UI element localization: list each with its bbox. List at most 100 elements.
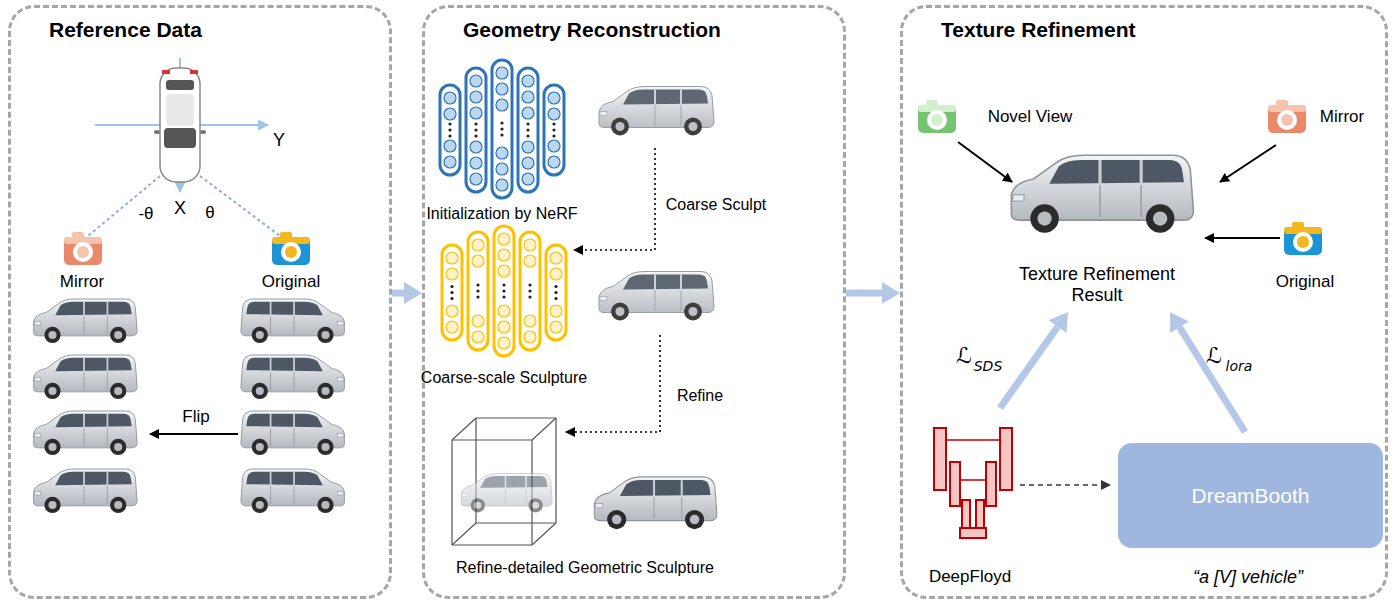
voxel-grid — [452, 523, 476, 545]
flip-arrow — [150, 433, 238, 435]
network-icon — [496, 163, 508, 175]
car-image — [241, 411, 345, 455]
annotation-label: Coarse-scale Sculpture — [421, 369, 587, 387]
car-top-view — [162, 70, 170, 74]
car-image — [599, 272, 714, 321]
network-icon — [444, 156, 456, 168]
annotation-label: Mirror — [60, 272, 104, 292]
network-icon — [526, 128, 529, 131]
network-icon — [502, 289, 505, 292]
network-icon — [502, 283, 505, 286]
network-icon — [446, 305, 458, 317]
network-icon — [528, 295, 531, 298]
network-icon — [522, 75, 534, 87]
view-arrow — [958, 142, 1012, 182]
camera-icon — [1277, 110, 1297, 130]
view-line — [88, 176, 160, 236]
car-image — [599, 87, 714, 136]
network-icon — [470, 173, 482, 185]
network-icon — [522, 91, 534, 103]
network-icon — [476, 289, 479, 292]
network-icon — [444, 92, 456, 104]
network-icon — [550, 268, 562, 280]
network-icon — [524, 331, 536, 343]
annotation-label: ℒ — [956, 343, 972, 368]
car-top-view — [164, 128, 196, 148]
annotation-label: Initialization by NeRF — [426, 205, 577, 223]
unet-icon — [950, 462, 960, 506]
car-image — [34, 355, 138, 399]
stage-panel: Texture RefinementDreamBooth — [900, 5, 1388, 599]
panel-title: Texture Refinement — [941, 18, 1136, 42]
network-icon — [500, 133, 503, 136]
annotation-label: DeepFloyd — [929, 567, 1011, 587]
car-image — [1011, 155, 1193, 233]
network-icon — [494, 226, 514, 356]
voxel-grid — [476, 417, 556, 418]
network-icon — [446, 252, 458, 264]
network-icon — [524, 239, 536, 251]
network-icon — [544, 85, 564, 175]
camera-icon — [1284, 227, 1322, 255]
network-icon — [522, 107, 534, 119]
camera-icon — [1268, 100, 1306, 133]
camera-icon — [1297, 236, 1309, 248]
stage-panel: Reference Data — [8, 5, 392, 599]
camera-icon — [1284, 222, 1322, 255]
car-image — [241, 469, 345, 513]
annotation-label: Mirror — [1320, 107, 1364, 127]
camera-icon — [272, 237, 310, 265]
view-arrow — [1220, 145, 1276, 182]
flow-arrow — [882, 282, 900, 304]
car-top-view — [166, 80, 194, 90]
network-icon — [550, 321, 562, 333]
view-arrow — [1205, 237, 1280, 239]
network-icon — [548, 92, 560, 104]
network-icon — [552, 134, 555, 137]
network-icon — [444, 108, 456, 120]
network-icon — [498, 233, 510, 245]
voxel-grid — [452, 544, 532, 545]
loss-arrow — [1170, 312, 1189, 333]
network-icon — [522, 141, 534, 153]
distill-arrow — [1020, 485, 1110, 486]
camera-icon — [1293, 232, 1313, 252]
annotation-label: Original — [1276, 272, 1335, 292]
car-image — [461, 474, 552, 513]
unet-icon — [960, 528, 986, 538]
network-icon — [472, 315, 484, 327]
car-image — [34, 411, 138, 455]
sculpt-arrow — [574, 148, 655, 250]
voxel-grid — [452, 418, 476, 440]
network-icon — [450, 291, 453, 294]
sculpt-arrow — [566, 148, 660, 432]
car-image — [241, 355, 345, 399]
network-icon — [528, 289, 531, 292]
unet-icon — [1000, 428, 1012, 490]
car-image — [241, 411, 345, 455]
network-icon — [444, 140, 456, 152]
car-image — [34, 411, 138, 455]
network-icon — [448, 128, 451, 131]
flow-arrow — [846, 282, 900, 304]
unet-icon — [960, 479, 986, 481]
network-icon — [552, 122, 555, 125]
camera-icon — [73, 242, 93, 262]
loss-arrow — [1000, 327, 1058, 408]
voxel-grid — [451, 440, 452, 545]
network-icon — [470, 107, 482, 119]
unet-icon — [976, 500, 984, 530]
car-top-view — [154, 68, 206, 182]
network-icon — [474, 134, 477, 137]
annotation-label: Y — [273, 130, 285, 151]
unet-icon — [986, 462, 996, 506]
distill-arrow — [1020, 484, 1110, 486]
view-line — [200, 176, 280, 236]
camera-icon — [927, 110, 947, 130]
network-icon — [442, 245, 462, 340]
axis — [95, 58, 268, 192]
voxel-grid — [532, 418, 556, 440]
network-icon — [496, 99, 508, 111]
voxel-grid — [476, 522, 556, 523]
